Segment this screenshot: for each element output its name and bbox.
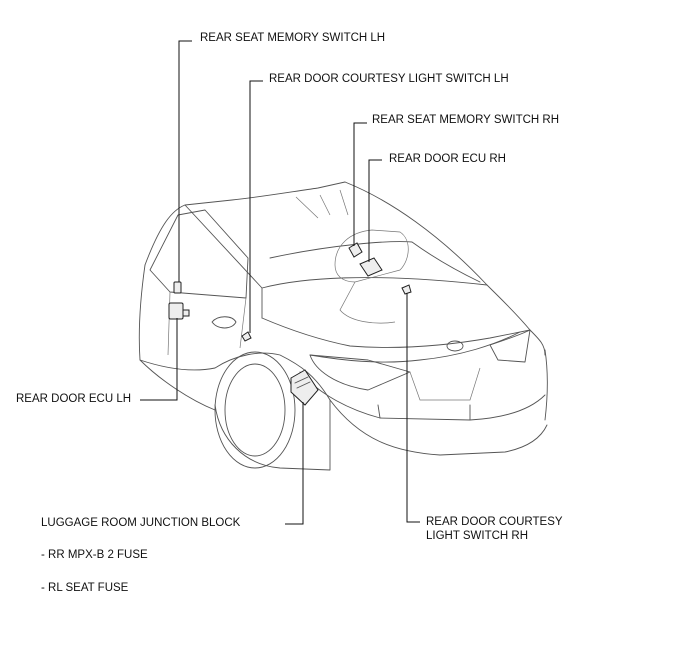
- rear-seat-memory-switch-lh-part: [173, 281, 182, 294]
- label-rr-mpx-b2-fuse: - RR MPX-B 2 FUSE: [41, 549, 148, 561]
- leader-rear-door-courtesy-light-switch-rh: [406, 293, 420, 523]
- rear-door-ecu-rh-part: [359, 257, 383, 277]
- label-rear-door-courtesy-light-switch-rh-line1: REAR DOOR COURTESY: [426, 516, 563, 528]
- leader-luggage-room-junction-block: [285, 402, 304, 525]
- label-rl-seat-fuse: - RL SEAT FUSE: [41, 582, 129, 594]
- label-rear-door-courtesy-light-switch-rh-line2: LIGHT SWITCH RH: [426, 530, 529, 542]
- label-rear-seat-memory-switch-lh: REAR SEAT MEMORY SWITCH LH: [200, 32, 386, 44]
- label-rear-seat-memory-switch-rh: REAR SEAT MEMORY SWITCH RH: [372, 114, 560, 126]
- label-rear-door-ecu-lh: REAR DOOR ECU LH: [16, 393, 132, 405]
- label-rear-door-courtesy-light-switch-lh: REAR DOOR COURTESY LIGHT SWITCH LH: [269, 73, 509, 85]
- leader-rear-seat-memory-switch-rh: [353, 122, 367, 246]
- label-luggage-room-junction-block: LUGGAGE ROOM JUNCTION BLOCK: [41, 517, 241, 529]
- luggage-room-junction-block-part: [290, 369, 319, 406]
- leader-rear-door-ecu-rh: [368, 159, 382, 262]
- leader-rear-door-courtesy-light-switch-lh: [249, 80, 263, 333]
- rear-door-ecu-lh-part: [168, 302, 190, 320]
- leader-rear-door-ecu-lh: [140, 318, 178, 401]
- rear-door-courtesy-light-switch-lh-part: [241, 331, 252, 342]
- leader-rear-seat-memory-switch-lh: [178, 40, 192, 282]
- leader-lines: [140, 40, 420, 525]
- car-body-outline: [138, 181, 548, 471]
- rear-door-courtesy-light-switch-rh-part: [401, 284, 412, 295]
- label-rear-door-ecu-rh: REAR DOOR ECU RH: [389, 153, 506, 165]
